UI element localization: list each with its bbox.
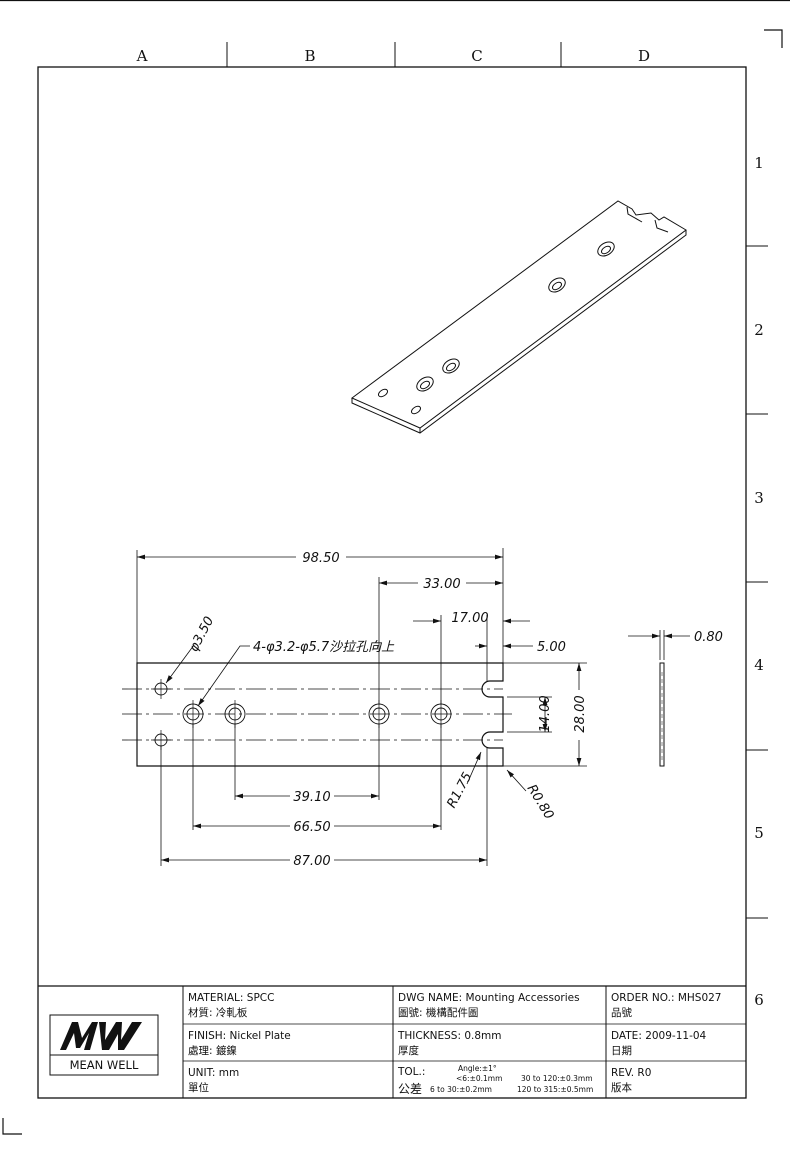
tol-angle: Angle:±1° [458, 1064, 497, 1073]
dim-radius-175: R1.75 [444, 770, 475, 811]
thickness-zh: 厚度 [398, 1044, 419, 1057]
title-block [38, 985, 746, 1098]
zone-row-4: 4 [754, 656, 764, 674]
side-view [659, 662, 665, 767]
iso-hole [377, 388, 389, 398]
row-zone-ticks [746, 245, 768, 919]
order-en: ORDER NO.: MHS027 [611, 992, 721, 1004]
dim-33: 33.00 [423, 577, 460, 592]
dim-overall-length: 98.50 [302, 551, 339, 566]
rev-en: REV. R0 [611, 1067, 651, 1079]
iso-hole-inner [445, 362, 457, 372]
dim-5: 5.00 [537, 640, 566, 655]
column-zone-labels: A B C D [136, 47, 650, 65]
date-en: DATE: 2009-11-04 [611, 1030, 707, 1042]
dim-66: 66.50 [293, 820, 330, 835]
dim-14: 14.00 [538, 695, 553, 732]
tol-6-30: 6 to 30:±0.2mm [430, 1085, 492, 1094]
tol-30-120: 30 to 120:±0.3mm [521, 1074, 593, 1083]
plate-outline [136, 662, 504, 767]
dim-17: 17.00 [451, 611, 488, 626]
dim-28: 28.00 [573, 695, 588, 732]
zone-row-1: 1 [754, 154, 764, 172]
dwg-name-zh: 圖號: 機構配件圖 [398, 1006, 478, 1019]
dim-39: 39.10 [293, 790, 330, 805]
dwg-name-en: DWG NAME: Mounting Accessories [398, 992, 580, 1004]
zone-row-2: 2 [754, 321, 764, 339]
iso-hole [442, 358, 460, 374]
iso-hole [416, 376, 434, 392]
iso-hole [548, 277, 566, 293]
zone-col-a: A [136, 47, 148, 65]
logo-text: MEAN WELL [70, 1058, 139, 1072]
zone-row-5: 5 [754, 824, 764, 842]
tol-label: TOL.: [397, 1066, 425, 1078]
thickness-en: THICKNESS: 0.8mm [397, 1030, 501, 1042]
tol-zh: 公差 [398, 1082, 422, 1096]
tol-under-6: <6:±0.1mm [456, 1074, 502, 1083]
dimension-lines [136, 548, 690, 866]
unit-zh: 單位 [188, 1081, 209, 1094]
date-zh: 日期 [611, 1045, 632, 1057]
order-zh: 品號 [611, 1006, 632, 1019]
dim-radius-080: R0.80 [524, 782, 557, 822]
finish-en: FINISH: Nickel Plate [188, 1030, 291, 1042]
tol-120-315: 120 to 315:±0.5mm [517, 1085, 593, 1094]
title-block-text: MATERIAL: SPCC 材質: 冷軋板 FINISH: Nickel Pl… [188, 992, 721, 1096]
zone-col-c: C [471, 47, 482, 65]
column-zone-ticks [226, 42, 562, 67]
row-zone-labels: 1 2 3 4 5 6 [754, 154, 764, 1009]
unit-en: UNIT: mm [188, 1067, 239, 1079]
rev-zh: 版本 [611, 1081, 632, 1094]
dim-87: 87.00 [293, 854, 330, 869]
zone-col-b: B [304, 47, 315, 65]
front-view [122, 662, 512, 767]
zone-col-d: D [638, 47, 650, 65]
dim-hole-small: φ3.50 [186, 614, 217, 654]
material-zh: 材質: 冷軋板 [188, 1006, 248, 1019]
iso-hole [410, 405, 422, 415]
iso-hole [597, 241, 615, 257]
dim-thickness: 0.80 [694, 630, 723, 645]
iso-hole-inner [419, 380, 431, 390]
iso-hole-inner [600, 245, 612, 255]
isometric-view [351, 200, 687, 434]
zone-row-6: 6 [754, 991, 764, 1009]
mean-well-logo: MEAN WELL [49, 1014, 159, 1076]
zone-row-3: 3 [754, 489, 764, 507]
iso-hole-inner [551, 281, 563, 291]
material-en: MATERIAL: SPCC [188, 992, 274, 1004]
finish-zh: 處理: 鍍鎳 [188, 1044, 237, 1057]
dim-hole-note: 4-φ3.2-φ5.7沙拉孔向上 [253, 639, 395, 655]
